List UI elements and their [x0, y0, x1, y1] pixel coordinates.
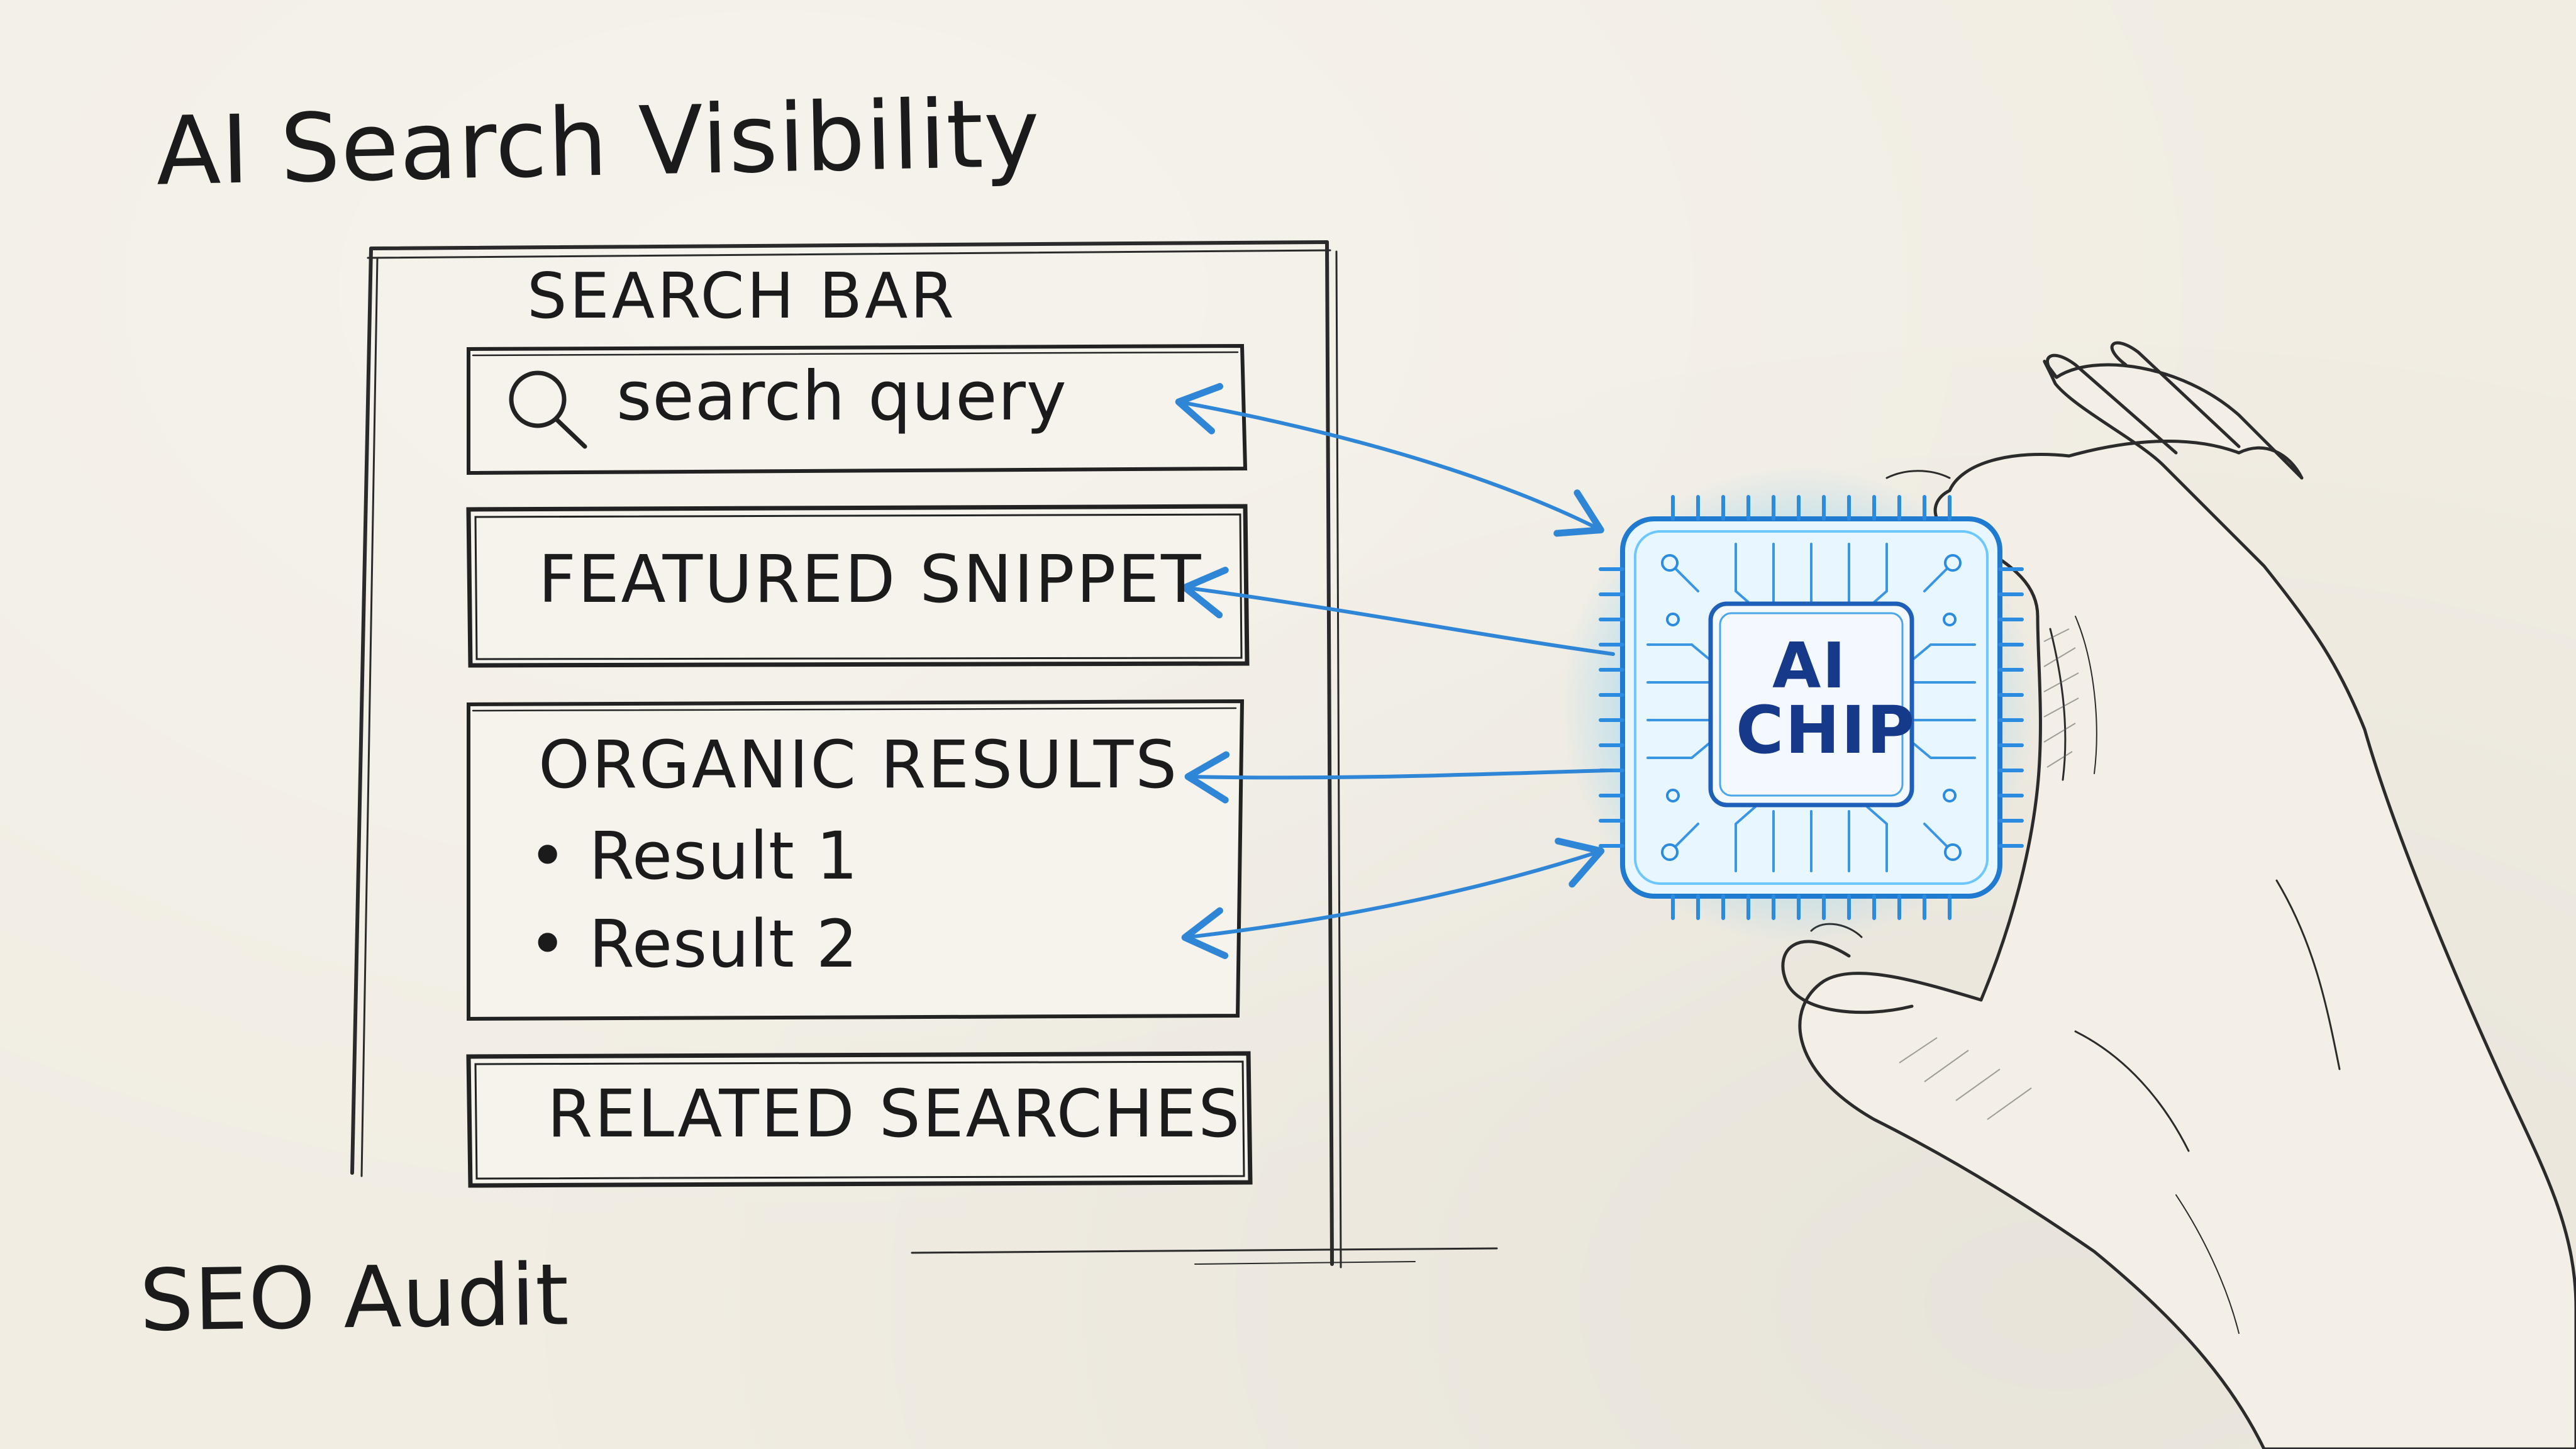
- chip-label-line-2: CHIP: [1736, 692, 1916, 769]
- featured-snippet-box: [466, 504, 1250, 668]
- arrow-organic-results: [1184, 751, 1612, 804]
- chip-vias: [1661, 554, 1962, 861]
- related-searches-label: RELATED SEARCHES: [547, 1075, 1242, 1152]
- page-frame: [350, 240, 1498, 1269]
- chip-label-line-1: AI: [1772, 629, 1847, 702]
- footer-caption: SEO Audit: [138, 1245, 570, 1350]
- result-item-2: • Result 2: [528, 906, 858, 982]
- result-item-1: • Result 1: [528, 818, 858, 894]
- related-searches-box: [466, 1051, 1253, 1188]
- chip-core: [1708, 601, 1914, 808]
- chip-traces: [1646, 543, 1976, 872]
- arrow-featured-snippet: [1181, 567, 1615, 656]
- arrow-search-bar: [1175, 383, 1604, 537]
- search-icon: [509, 370, 587, 449]
- chip-pins: [1599, 495, 2024, 920]
- organic-results-box: [467, 699, 1245, 1021]
- hand-shading: [1899, 628, 2079, 1120]
- connection-arrows: [1175, 383, 1615, 959]
- arrow-result-2: [1181, 837, 1605, 959]
- ai-chip-icon: [1599, 495, 2024, 920]
- featured-snippet-label: FEATURED SNIPPET: [538, 541, 1203, 618]
- hand-illustration: [1781, 341, 2576, 1449]
- organic-results-label: ORGANIC RESULTS: [538, 726, 1179, 803]
- search-query-text: search query: [616, 357, 1067, 436]
- search-bar-label: SEARCH BAR: [527, 259, 957, 333]
- diagram-title: AI Search Visibility: [155, 79, 1041, 207]
